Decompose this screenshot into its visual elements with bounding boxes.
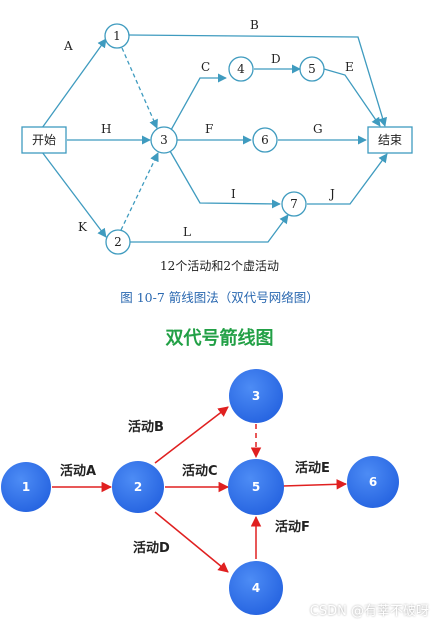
top-node-5-label: 5	[308, 62, 316, 76]
figure-caption: 图 10-7 箭线图法（双代号网络图）	[120, 290, 319, 305]
activity-label-c: C	[201, 60, 210, 74]
bottom-network-diagram: 1 2 3 4 5 6 活动A 活动B 活动C 活动D 活动E 活动F	[1, 369, 399, 615]
bottom-label-activity-d: 活动D	[133, 540, 170, 556]
bottom-node-4: 4	[229, 561, 283, 615]
top-node-7-label: 7	[290, 197, 298, 211]
diagram-caption: 12个活动和2个虚活动	[160, 259, 279, 273]
edge-e	[323, 68, 381, 127]
activity-label-g: G	[313, 122, 323, 136]
bottom-label-activity-b: 活动B	[128, 419, 164, 435]
edge-dummy-1-3	[121, 47, 158, 129]
activity-label-b: B	[250, 18, 259, 32]
end-label: 结束	[378, 133, 402, 147]
bottom-node-3-label: 3	[252, 389, 260, 403]
edge-k	[41, 151, 107, 238]
bottom-node-3: 3	[229, 369, 283, 423]
edge-a	[41, 38, 107, 129]
edge-j	[307, 153, 388, 205]
bottom-node-6: 6	[347, 456, 399, 508]
activity-label-f: F	[205, 122, 213, 136]
top-node-6: 6	[252, 127, 278, 153]
bottom-node-1: 1	[1, 462, 51, 512]
end-box	[367, 126, 413, 154]
activity-label-d: D	[271, 52, 281, 66]
bottom-node-2-label: 2	[134, 480, 142, 494]
start-label: 开始	[32, 133, 56, 147]
bottom-label-activity-a: 活动A	[60, 463, 96, 479]
top-node-2-label: 2	[114, 235, 122, 249]
top-node-4: 4	[228, 56, 254, 82]
bottom-node-5-label: 5	[252, 480, 260, 494]
activity-label-h: H	[101, 122, 111, 136]
top-node-7: 7	[281, 191, 307, 217]
bottom-label-activity-f: 活动F	[275, 519, 310, 535]
top-node-2: 2	[105, 229, 131, 255]
top-node-1-label: 1	[113, 29, 121, 43]
edge-b	[128, 34, 387, 127]
top-node-5: 5	[299, 56, 325, 82]
edge-i	[169, 150, 281, 209]
bottom-label-activity-e: 活动E	[295, 460, 330, 476]
bottom-node-4-label: 4	[252, 581, 260, 595]
top-network-diagram: 开始 结束 1 2 3 4 5 6 7 A B C D E F G H I J …	[21, 18, 413, 255]
bottom-node-5: 5	[228, 459, 284, 515]
top-node-3: 3	[150, 126, 178, 154]
watermark: CSDN @有莘不破呀	[309, 604, 429, 619]
activity-label-k: K	[78, 220, 88, 234]
arrow-activity-e	[282, 479, 348, 490]
start-box	[21, 126, 67, 154]
bottom-node-2: 2	[112, 461, 164, 513]
bottom-label-activity-c: 活动C	[182, 463, 218, 479]
arrow-activity-d	[154, 511, 229, 573]
bottom-diagram-title: 双代号箭线图	[165, 328, 274, 349]
edge-l	[130, 214, 289, 243]
top-node-1: 1	[104, 23, 130, 49]
arrow-activity-b	[154, 406, 229, 464]
bottom-node-1-label: 1	[22, 480, 30, 494]
bottom-node-6-label: 6	[369, 475, 377, 489]
edge-dummy-2-3	[120, 152, 159, 231]
top-node-3-label: 3	[160, 133, 168, 147]
edge-c	[170, 73, 227, 131]
activity-label-l: L	[183, 225, 191, 239]
activity-label-a: A	[63, 39, 73, 53]
activity-label-i: I	[231, 187, 236, 201]
activity-label-e: E	[345, 60, 354, 74]
activity-label-j: J	[328, 187, 335, 201]
top-node-6-label: 6	[261, 133, 269, 147]
top-node-4-label: 4	[237, 62, 245, 76]
